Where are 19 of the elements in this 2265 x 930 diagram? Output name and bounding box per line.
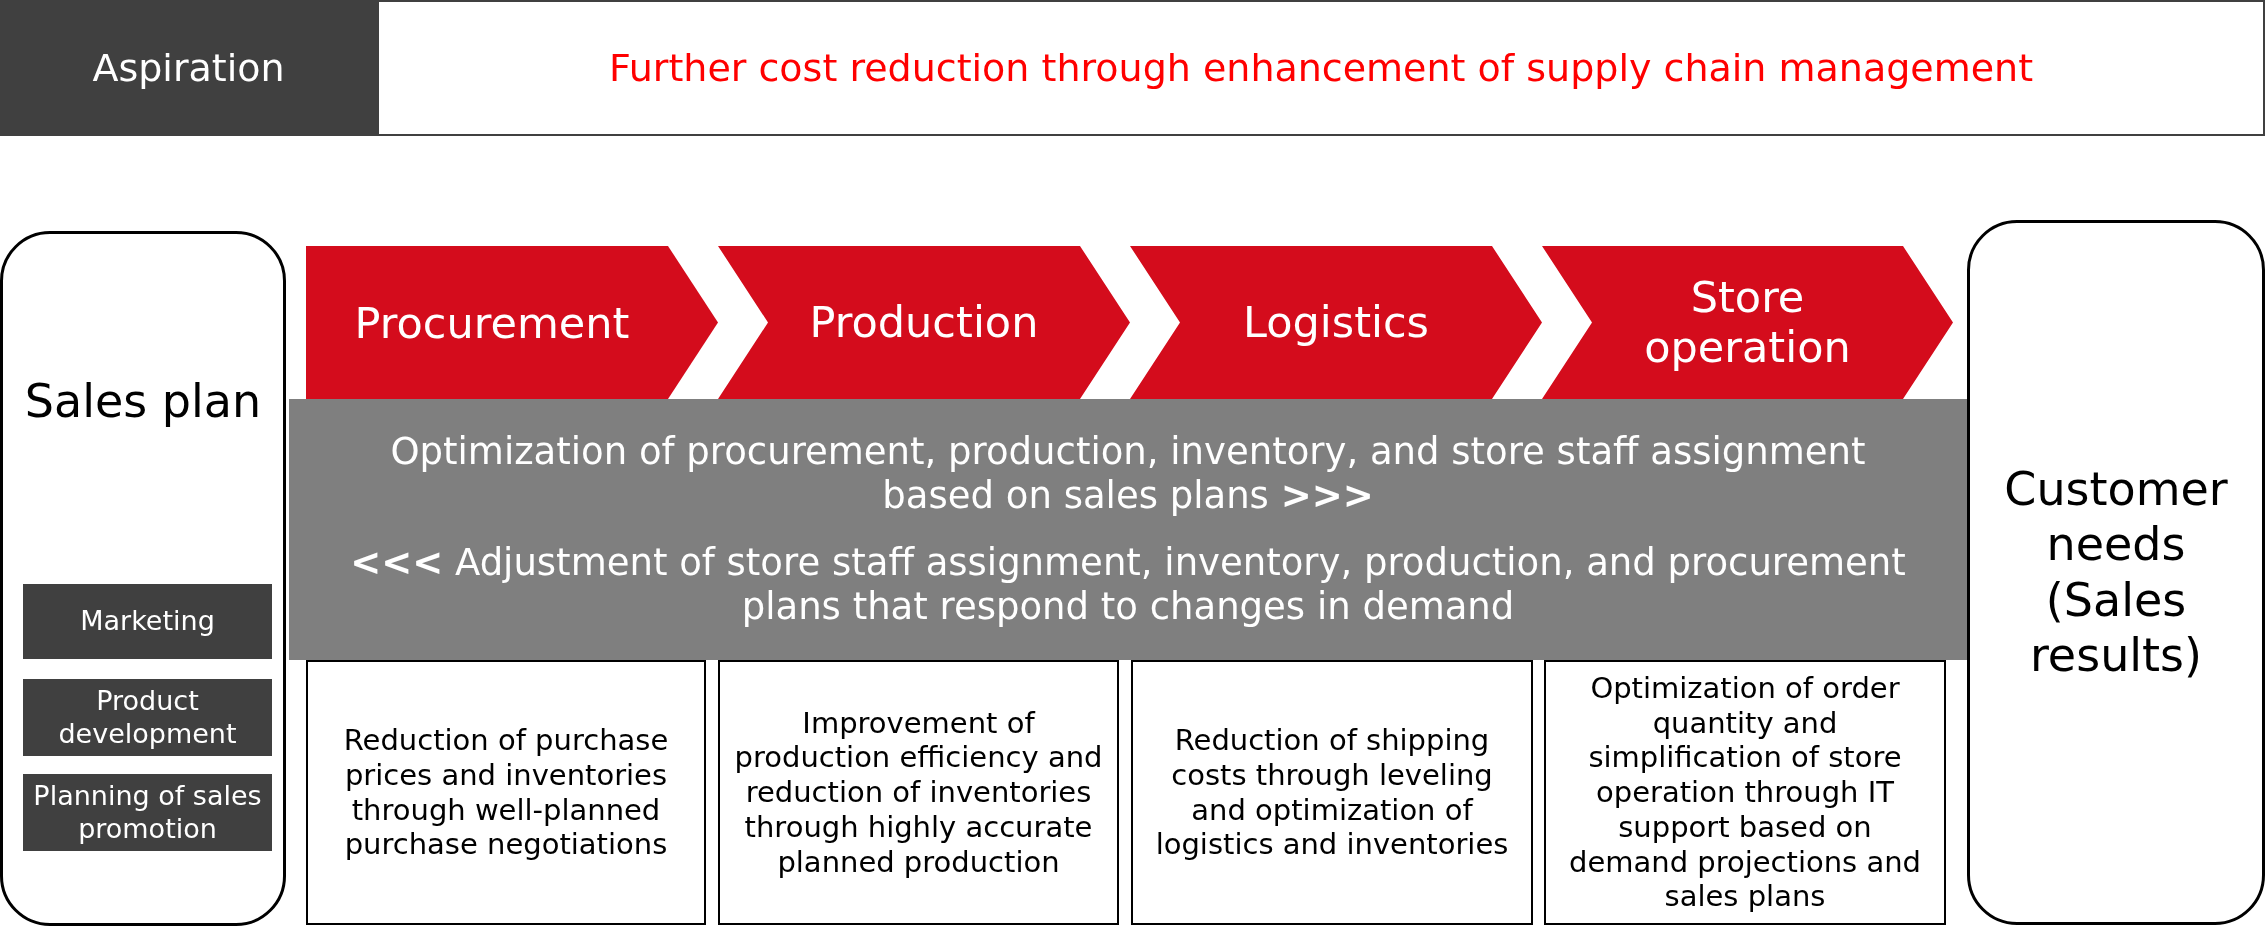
heading-box: Aspiration <box>0 0 377 136</box>
banner-text: Optimization of procurement, production, inventory, and store staff assignment based on sales plans >>> <box>389 429 1867 519</box>
banner-text: <<< Adjustment of store staff assignment, inventory, production, and procurement plans that respond to changes in demand <box>349 540 1907 630</box>
process-step: Procurement <box>306 246 718 399</box>
panel-heading: Sales plan <box>24 374 262 428</box>
text-box: Reduction of shipping costs through leveling and optimization of logistics and inventories <box>1131 660 1533 925</box>
tag-label: Marketing <box>23 584 272 659</box>
text-box: Optimization of order quantity and simplification of store operation through IT support based on demand projections and sales plans <box>1544 660 1946 925</box>
text-box: Reduction of purchase prices and inventories through well-planned purchase negotiations <box>306 660 706 925</box>
process-step: Production <box>718 246 1130 399</box>
banner-band <box>289 399 1967 660</box>
process-step: Logistics <box>1130 246 1542 399</box>
tag-label: Product development <box>23 679 272 756</box>
text-box: Improvement of production efficiency and reduction of inventories through highly accurate planned production <box>718 660 1119 925</box>
panel-box <box>0 231 286 926</box>
goal-box: Further cost reduction through enhancement of supply chain management <box>377 0 2265 136</box>
panel-box: Customer needs (Sales results) <box>1967 220 2265 925</box>
process-step: Store operation <box>1542 246 1953 399</box>
tag-label: Planning of sales promotion <box>23 774 272 851</box>
